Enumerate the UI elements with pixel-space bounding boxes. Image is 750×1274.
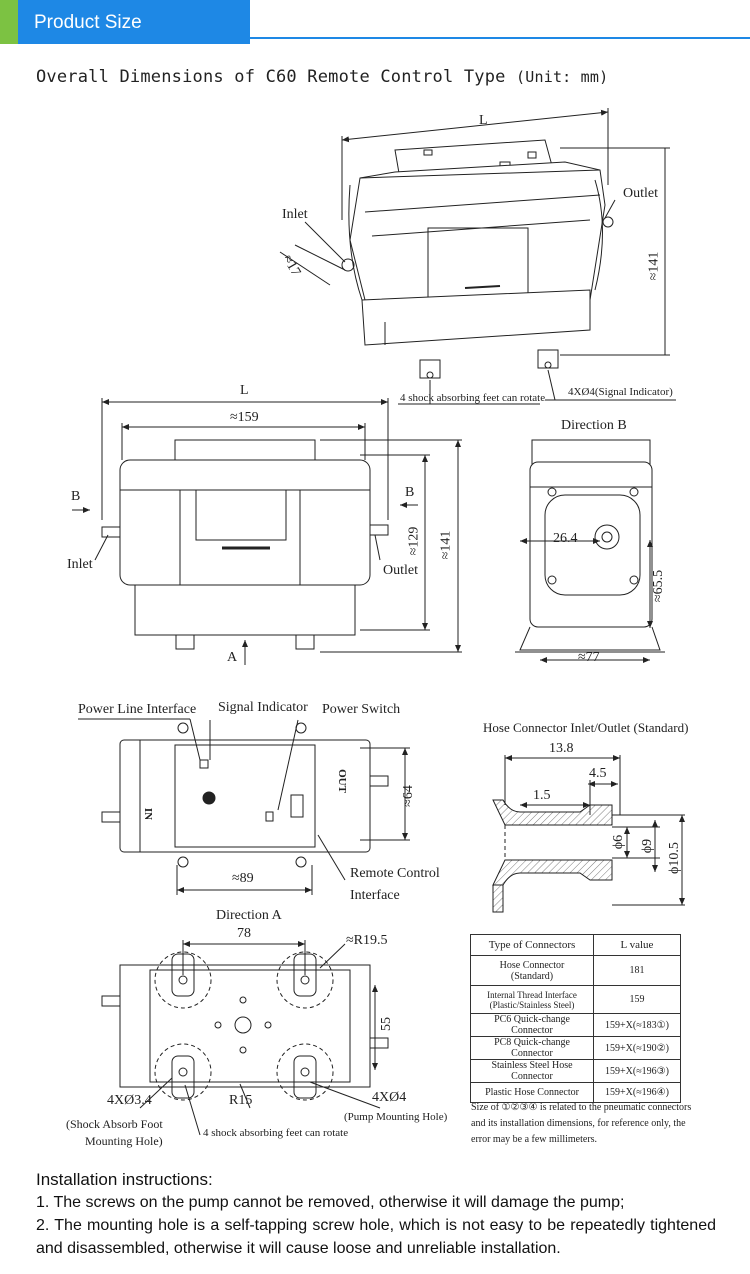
front-view xyxy=(72,398,462,665)
table-cell-value: 159 xyxy=(593,985,681,1014)
iso-signal-holes: 4XØ4(Signal Indicator) xyxy=(568,386,673,398)
front-dim-159: ≈159 xyxy=(230,410,259,425)
direction-a-feet-note: 4 shock absorbing feet can rotate xyxy=(203,1127,349,1139)
header-bar xyxy=(0,0,250,44)
direction-b-dim-77: ≈77 xyxy=(578,650,600,665)
front-length-label: L xyxy=(240,383,249,398)
hose-phi-6: ϕ6 xyxy=(611,834,627,850)
power-switch-label: Power Switch xyxy=(322,702,401,717)
front-outlet-label: Outlet xyxy=(383,563,418,578)
hose-section-view xyxy=(492,755,685,913)
isometric-view xyxy=(279,108,676,405)
table-cell-type: Internal Thread Interface(Plastic/Stainl… xyxy=(470,985,594,1014)
front-dim-129: ≈129 xyxy=(406,526,422,556)
hose-phi-105: ϕ10.5 xyxy=(666,842,682,874)
direction-a-dim-55: 55 xyxy=(379,1017,394,1031)
direction-a-holes-34: 4XØ3.4 xyxy=(107,1093,152,1108)
installation-item: 2. The mounting hole is a self-tapping s… xyxy=(36,1217,716,1257)
direction-a-view xyxy=(101,940,389,1136)
table-header-type: Type of Connectors xyxy=(470,934,594,956)
top-view xyxy=(78,718,410,895)
direction-a-holes-4: 4XØ4 xyxy=(372,1090,407,1105)
header-title: Product Size xyxy=(34,12,142,33)
drawing-title: Overall Dimensions of C60 Remote Control… xyxy=(36,67,608,87)
shock-absorb-label-2: Mounting Hole) xyxy=(85,1134,163,1148)
direction-a-arrow-label: A xyxy=(227,650,238,665)
table-row: PC8 Quick-change Connector 159+X(≈190②) xyxy=(470,1036,681,1060)
in-mark: IN xyxy=(142,807,155,821)
section-b-left: B xyxy=(71,489,81,504)
installation-item: 1. The screws on the pump cannot be remo… xyxy=(36,1194,625,1211)
direction-b-dim-264: 26.4 xyxy=(553,531,578,546)
drawing-title-unit: (Unit: mm) xyxy=(516,68,609,86)
table-row: Stainless Steel Hose Connector 159+X(≈19… xyxy=(470,1059,681,1083)
section-b-right: B xyxy=(405,485,415,500)
iso-dim-141: ≈141 xyxy=(646,251,662,281)
section-header: Product Size xyxy=(0,0,750,44)
remote-control-label-2: Interface xyxy=(350,888,400,903)
direction-b-title: Direction B xyxy=(561,418,627,433)
table-cell-type: PC8 Quick-change Connector xyxy=(470,1036,594,1060)
table-cell-value: 159+X(≈183①) xyxy=(593,1013,681,1037)
direction-b-view xyxy=(515,439,665,663)
table-row: Plastic Hose Connector 159+X(≈196④) xyxy=(470,1082,681,1103)
front-dim-141: ≈141 xyxy=(438,530,454,560)
direction-a-r15: R15 xyxy=(229,1093,253,1108)
table-footnote: Size of ①②③④ is related to the pneumatic… xyxy=(471,1102,692,1145)
shock-absorb-label-1: (Shock Absorb Foot xyxy=(66,1117,163,1131)
table-cell-value: 159+X(≈196④) xyxy=(593,1082,681,1103)
iso-feet-note: 4 shock absorbing feet can rotate xyxy=(400,392,546,404)
header-accent xyxy=(0,0,18,44)
l-value-table: Type of Connectors L value Hose Connecto… xyxy=(470,934,681,1103)
pump-mounting-hole-label: (Pump Mounting Hole) xyxy=(344,1111,448,1123)
installation-instructions: Installation instructions: 1. The screws… xyxy=(36,1168,716,1260)
table-row: Hose Connector(Standard) 181 xyxy=(470,955,681,986)
top-dim-89: ≈89 xyxy=(232,871,254,886)
iso-inlet-label: Inlet xyxy=(282,207,308,222)
table-cell-value: 159+X(≈196③) xyxy=(593,1059,681,1083)
hose-dim-15: 1.5 xyxy=(533,788,551,803)
hose-phi-9: ϕ9 xyxy=(640,838,656,854)
power-line-interface-label: Power Line Interface xyxy=(78,702,197,717)
remote-control-label-1: Remote Control xyxy=(350,866,440,881)
hose-title: Hose Connector Inlet/Outlet (Standard) xyxy=(483,720,689,735)
signal-indicator-label: Signal Indicator xyxy=(218,700,308,715)
top-dim-64: ≈64 xyxy=(400,785,416,807)
hose-dim-45: 4.5 xyxy=(589,766,607,781)
hose-dim-138: 13.8 xyxy=(549,741,574,756)
table-header-row: Type of Connectors L value xyxy=(470,934,681,956)
drawing-title-main: Overall Dimensions of C60 Remote Control… xyxy=(36,67,506,87)
iso-outlet-label: Outlet xyxy=(623,186,658,201)
out-mark: OUT xyxy=(335,769,348,793)
table-cell-value: 159+X(≈190②) xyxy=(593,1036,681,1060)
direction-b-dim-655: ≈65.5 xyxy=(651,569,667,603)
direction-a-dim-78: 78 xyxy=(237,926,251,941)
table-header-lvalue: L value xyxy=(593,934,681,956)
table-cell-type: PC6 Quick-change Connector xyxy=(470,1013,594,1037)
table-row: Internal Thread Interface(Plastic/Stainl… xyxy=(470,985,681,1014)
table-cell-value: 181 xyxy=(593,955,681,986)
table-cell-type: Stainless Steel Hose Connector xyxy=(470,1059,594,1083)
direction-a-r195: ≈R19.5 xyxy=(346,933,388,948)
table-cell-type: Hose Connector(Standard) xyxy=(470,955,594,986)
installation-title: Installation instructions: xyxy=(36,1170,213,1189)
iso-length-label: L xyxy=(479,113,488,128)
direction-a-title: Direction A xyxy=(216,908,282,923)
header-underline xyxy=(250,37,750,39)
front-inlet-label: Inlet xyxy=(67,557,93,572)
table-row: PC6 Quick-change Connector 159+X(≈183①) xyxy=(470,1013,681,1037)
